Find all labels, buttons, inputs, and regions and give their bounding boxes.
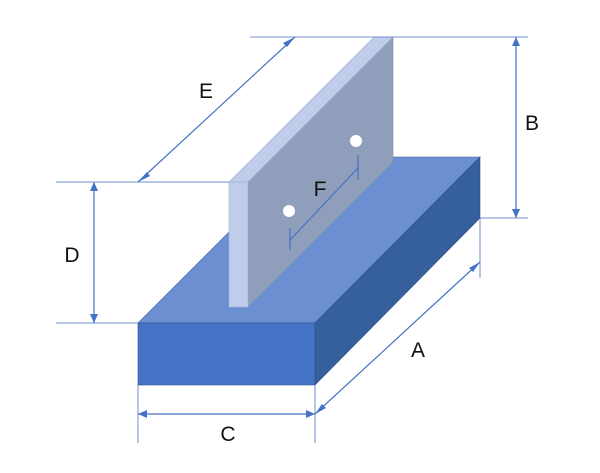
plate-hole-right [350,135,362,147]
label-b: B [525,112,539,135]
dimension-line-a [314,261,481,415]
arrowhead-d-top [90,182,98,191]
arrowhead-d-bottom [90,314,98,323]
label-f: F [314,178,327,201]
label-d: D [64,244,79,267]
label-c: C [220,423,235,446]
arrowhead-b-top [512,37,520,46]
base-front-face [137,322,316,386]
label-e: E [199,80,213,103]
label-a: A [411,339,425,362]
dimension-line-e [137,36,296,183]
dimension-labels: E B D C A F [64,80,539,446]
arrowhead-a-start [315,404,326,414]
plate-hole-left [283,205,295,217]
dimension-lines [93,36,517,415]
arrowhead-a-end [469,262,480,272]
arrowhead-b-bottom [512,209,520,218]
arrowhead-c-left [138,410,147,418]
dimension-line-f [289,167,359,241]
arrowhead-e-start [138,172,150,182]
arrowhead-e-end [283,37,295,47]
plate-front-edge [228,181,249,308]
arrowheads [90,37,520,418]
arrowhead-c-right [306,410,315,418]
upright-plate [228,36,394,308]
